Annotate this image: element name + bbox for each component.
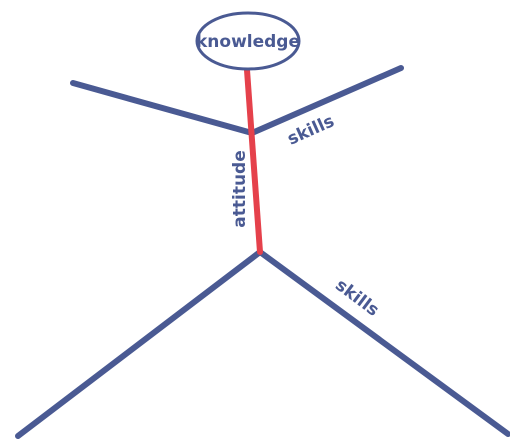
left-arm bbox=[70, 80, 255, 136]
left-leg bbox=[15, 249, 263, 439]
right-arm bbox=[249, 65, 404, 136]
leg-label: skills bbox=[331, 275, 382, 320]
torso bbox=[244, 67, 263, 255]
head-ellipse bbox=[195, 11, 301, 71]
torso-label: attitude bbox=[230, 150, 250, 227]
right-leg bbox=[257, 249, 510, 437]
head-label: knowledge bbox=[196, 32, 300, 52]
